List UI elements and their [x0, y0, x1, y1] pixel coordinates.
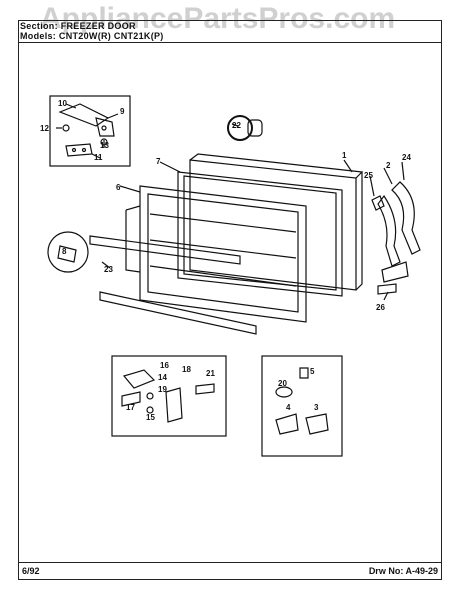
door-handle-parts	[371, 181, 421, 295]
part-8-detail	[47, 231, 89, 273]
door-inner-liner	[125, 185, 307, 323]
section-label: Section: FREEZER DOOR	[20, 21, 136, 31]
callout-21: 21	[206, 369, 215, 378]
callout-6: 6	[116, 183, 121, 192]
hinge-detail-box	[49, 95, 131, 167]
callout-17: 17	[126, 403, 135, 412]
callout-10: 10	[58, 99, 67, 108]
callout-1: 1	[342, 151, 347, 160]
callout-12: 12	[40, 124, 49, 133]
callout-14: 14	[158, 373, 167, 382]
callout-22: 22	[232, 121, 241, 130]
accessory-box	[261, 355, 343, 457]
part-22-cap	[227, 115, 263, 141]
callout-3: 3	[314, 403, 319, 412]
callout-5: 5	[310, 367, 315, 376]
callout-16: 16	[160, 361, 169, 370]
outer-door-panel	[189, 153, 364, 291]
callout-4: 4	[286, 403, 291, 412]
callout-9: 9	[120, 107, 125, 116]
callout-26: 26	[376, 303, 385, 312]
callout-20: 20	[278, 379, 287, 388]
header-divider	[18, 42, 442, 43]
callout-8: 8	[62, 247, 67, 256]
bottom-hinge-box	[111, 355, 227, 437]
callout-2: 2	[386, 161, 391, 170]
callout-15: 15	[146, 413, 155, 422]
callout-25: 25	[364, 171, 373, 180]
watermark-text: AppliancePartsPros.com	[40, 2, 396, 35]
callout-24: 24	[402, 153, 411, 162]
callout-7: 7	[156, 157, 161, 166]
drawing-frame	[18, 20, 442, 580]
footer-divider	[18, 562, 442, 563]
footer-date: 6/92	[22, 566, 40, 576]
footer-drawing-number: Drw No: A-49-29	[368, 566, 438, 576]
models-label: Models: CNT20W(R) CNT21K(P)	[20, 31, 164, 41]
callout-13: 13	[100, 141, 109, 150]
callout-19: 19	[158, 385, 167, 394]
door-gasket	[177, 171, 343, 297]
door-shelf-bar	[89, 235, 257, 335]
callout-18: 18	[182, 365, 191, 374]
callout-23: 23	[104, 265, 113, 274]
callout-11: 11	[94, 153, 103, 162]
